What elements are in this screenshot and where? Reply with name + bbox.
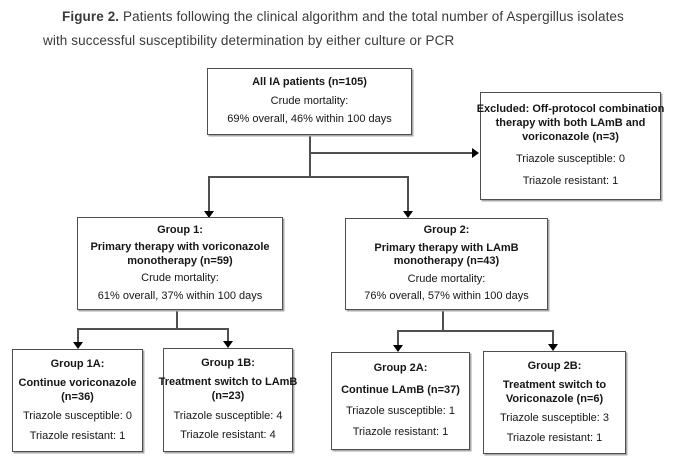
box-subtitle-line: Primary therapy with voriconazole bbox=[90, 241, 270, 254]
box-line: Triazole susceptible: 1 bbox=[345, 404, 456, 417]
arrowhead-group2a-icon bbox=[393, 345, 403, 352]
box-title-line: voriconazole (n=3) bbox=[522, 130, 619, 143]
box-line: Crude mortality: bbox=[141, 272, 219, 285]
box-line: Triazole resistant: 1 bbox=[352, 425, 449, 438]
box-title: Group 1: bbox=[157, 223, 203, 236]
box-subtitle-line: (n=23) bbox=[211, 390, 245, 403]
box-subtitle-line: monotherapy (n=43) bbox=[393, 255, 500, 268]
box-group2: Group 2: Primary therapy with LAmB monot… bbox=[345, 218, 548, 310]
arrowhead-group1-icon bbox=[204, 211, 214, 218]
box-subtitle-line: Continue LAmB (n=37) bbox=[341, 383, 460, 396]
figure-caption-line2: with successful susceptibility determina… bbox=[43, 33, 455, 48]
box-subtitle-line: Treatment switch to LAmB bbox=[158, 376, 298, 389]
connector-split-group2ab bbox=[397, 330, 554, 332]
arrowhead-excluded-icon bbox=[472, 148, 479, 158]
figure-caption-text: Patients following the clinical algorith… bbox=[119, 9, 624, 24]
box-subtitle-line: Treatment switch to bbox=[502, 379, 607, 392]
connector-drop-group2 bbox=[407, 176, 409, 212]
box-title: All IA patients (n=105) bbox=[252, 75, 367, 88]
box-subtitle-line: (n=36) bbox=[61, 390, 94, 403]
box-title: Group 1B: bbox=[201, 356, 255, 369]
box-subtitle-line: Voriconazole (n=6) bbox=[505, 392, 604, 405]
box-title: Group 2A: bbox=[373, 362, 428, 375]
box-group1: Group 1: Primary therapy with voriconazo… bbox=[77, 217, 283, 310]
arrowhead-group1a-icon bbox=[73, 342, 83, 349]
box-title-line: therapy with both LAmB and bbox=[495, 117, 646, 130]
box-line: Triazole susceptible: 4 bbox=[173, 409, 283, 422]
box-line: Triazole susceptible: 0 bbox=[22, 410, 133, 423]
box-line: Crude mortality: bbox=[407, 272, 486, 285]
box-subtitle-group: Treatment switch to Voriconazole (n=6) bbox=[503, 379, 606, 407]
box-title: Group 2B: bbox=[527, 359, 582, 372]
box-subtitle-line: Primary therapy with LAmB bbox=[374, 241, 519, 254]
connector-to-excluded bbox=[310, 152, 472, 154]
box-line: Triazole resistant: 1 bbox=[506, 431, 603, 444]
box-group1b: Group 1B: Treatment switch to LAmB (n=23… bbox=[159, 348, 297, 452]
connector-drop-group2a bbox=[397, 330, 399, 346]
box-line: Triazole susceptible: 3 bbox=[499, 412, 610, 425]
arrowhead-group2b-icon bbox=[548, 344, 558, 351]
box-excluded: Excluded: Off-protocol combination thera… bbox=[477, 92, 664, 200]
connector-group1-down bbox=[176, 310, 178, 330]
arrowhead-group1b-icon bbox=[223, 341, 233, 348]
box-line: Triazole resistant: 1 bbox=[522, 174, 619, 187]
box-group2a: Group 2A: Continue LAmB (n=37) Triazole … bbox=[331, 352, 470, 450]
connector-drop-group1b bbox=[227, 328, 229, 342]
box-line: Triazole susceptible: 0 bbox=[515, 152, 626, 165]
box-subtitle-group: Treatment switch to LAmB (n=23) bbox=[159, 376, 298, 404]
box-title: Group 1A: bbox=[50, 357, 105, 370]
connector-drop-group1 bbox=[208, 176, 210, 212]
connector-group2-down bbox=[442, 310, 444, 332]
box-line: 61% overall, 37% within 100 days bbox=[97, 289, 263, 302]
box-line: Triazole resistant: 1 bbox=[29, 429, 126, 442]
box-line: 69% overall, 46% within 100 days bbox=[227, 113, 392, 126]
box-line: 76% overall, 57% within 100 days bbox=[364, 289, 529, 302]
box-title-line: Excluded: Off-protocol combination bbox=[476, 103, 665, 116]
box-group2b: Group 2B: Treatment switch to Voriconazo… bbox=[483, 351, 626, 454]
arrowhead-group2-icon bbox=[403, 211, 413, 218]
box-group1a: Group 1A: Continue voriconazole (n=36) T… bbox=[12, 349, 143, 452]
box-subtitle-line: Continue voriconazole bbox=[18, 377, 137, 390]
box-subtitle-group: Continue voriconazole (n=36) bbox=[19, 377, 137, 405]
figure-caption-label: Figure 2. bbox=[62, 9, 120, 24]
connector-split-groups bbox=[208, 176, 409, 178]
figure-caption-line1: Figure 2. Patients following the clinica… bbox=[62, 9, 624, 24]
box-all-ia-patients: All IA patients (n=105) Crude mortality:… bbox=[207, 68, 412, 135]
box-line: Crude mortality: bbox=[270, 94, 349, 107]
box-title: Group 2: bbox=[423, 224, 470, 237]
connector-all-to-split bbox=[309, 135, 311, 178]
box-title-group: Excluded: Off-protocol combination thera… bbox=[477, 103, 665, 144]
connector-drop-group2b bbox=[552, 330, 554, 345]
box-line: Triazole resistant: 4 bbox=[180, 429, 276, 442]
box-subtitle-group: Primary therapy with voriconazole monoth… bbox=[90, 241, 269, 269]
box-subtitle-line: monotherapy (n=59) bbox=[127, 254, 233, 267]
connector-split-group1ab bbox=[77, 328, 229, 330]
connector-drop-group1a bbox=[77, 328, 79, 343]
box-subtitle-group: Primary therapy with LAmB monotherapy (n… bbox=[374, 242, 518, 270]
